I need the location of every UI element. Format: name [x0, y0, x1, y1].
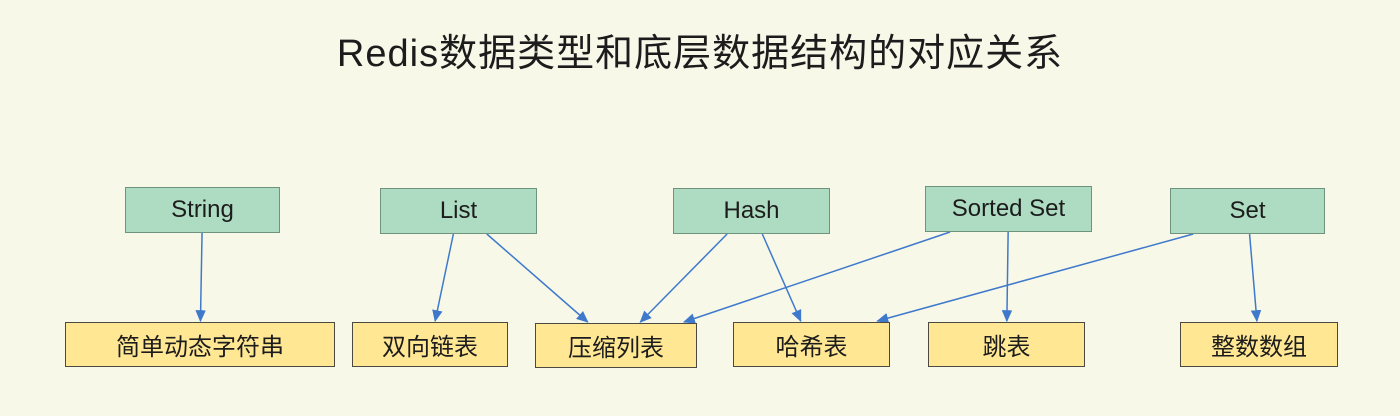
- edge-list-to-ziplist: [486, 233, 589, 323]
- edge-list-to-linkedlist: [432, 233, 455, 323]
- node-doubly-linked-list: 双向链表: [352, 322, 508, 367]
- node-skip-list: 跳表: [928, 322, 1085, 367]
- edge-set-to-intset: [1248, 233, 1262, 323]
- edge-sorted_set-to-ziplist: [682, 231, 951, 324]
- node-string: String: [125, 187, 280, 233]
- node-hash-table: 哈希表: [733, 322, 890, 367]
- diagram-title: Redis数据类型和底层数据结构的对应关系: [336, 33, 1064, 75]
- edge-string-to-sds: [195, 232, 206, 323]
- node-sorted-set: Sorted Set: [925, 186, 1092, 232]
- node-ziplist: 压缩列表: [535, 323, 697, 368]
- node-simple-dynamic-string: 简单动态字符串: [65, 322, 335, 367]
- node-integer-array: 整数数组: [1180, 322, 1338, 367]
- node-list: List: [380, 188, 537, 234]
- edge-sorted_set-to-skiplist: [1001, 231, 1013, 323]
- node-hash: Hash: [673, 188, 830, 234]
- edge-set-to-hashtable: [876, 233, 1194, 324]
- edge-hash-to-hashtable: [761, 233, 802, 323]
- edge-hash-to-ziplist: [639, 233, 728, 323]
- node-set: Set: [1170, 188, 1325, 234]
